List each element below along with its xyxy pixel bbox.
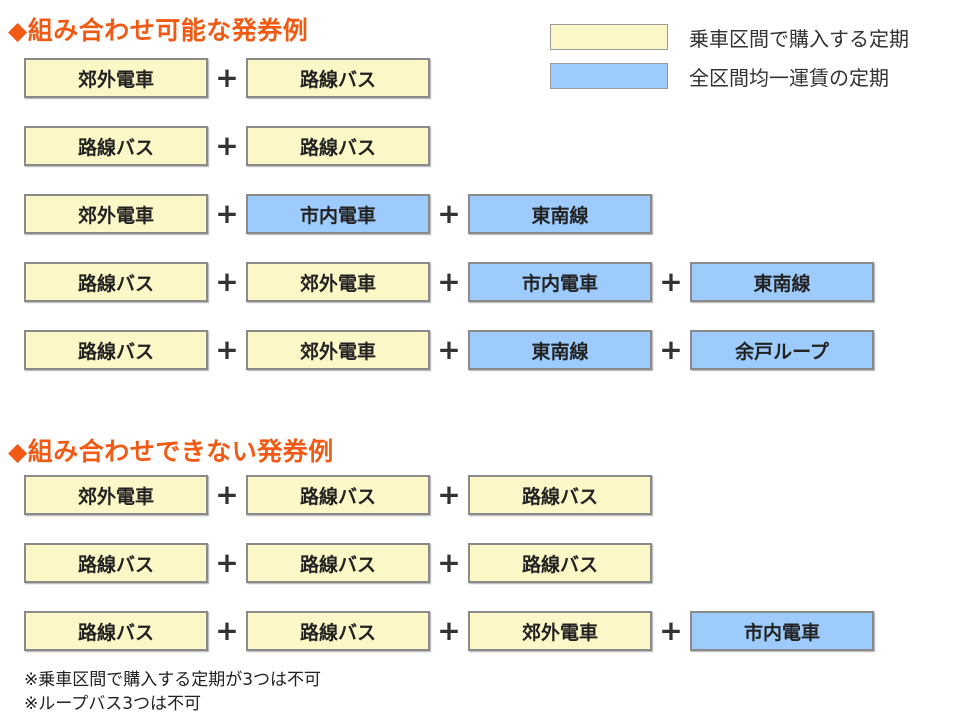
legend: 乗車区間で購入する定期 全区間均一運賃の定期 <box>550 22 909 100</box>
plus-sign: + <box>437 546 461 579</box>
ticket-box: 路線バス <box>24 330 208 370</box>
ticket-box: 路線バス <box>24 262 208 302</box>
plus-sign: + <box>215 265 239 298</box>
plus-sign: + <box>659 265 683 298</box>
combination-row: 路線バス+路線バス+路線バス <box>24 542 652 584</box>
ticket-box: 郊外電車 <box>24 194 208 234</box>
ticket-box: 市内電車 <box>468 262 652 302</box>
ticket-box: 路線バス <box>246 543 430 583</box>
combination-row: 郊外電車+市内電車+東南線 <box>24 193 652 235</box>
combination-row: 郊外電車+路線バス+路線バス <box>24 474 652 516</box>
plus-sign: + <box>215 333 239 366</box>
ticket-box: 市内電車 <box>690 611 874 651</box>
ticket-box: 郊外電車 <box>246 330 430 370</box>
note-item: ※ループバス3つは不可 <box>24 694 202 714</box>
notes: ※乗車区間で購入する定期が3つは不可 ※ループバス3つは不可 <box>24 668 321 716</box>
legend-swatch-section-term <box>550 24 668 50</box>
ticket-box: 市内電車 <box>246 194 430 234</box>
plus-sign: + <box>437 265 461 298</box>
plus-sign: + <box>437 478 461 511</box>
plus-sign: + <box>215 197 239 230</box>
combination-row: 路線バス+郊外電車+東南線+余戸ループ <box>24 329 874 371</box>
legend-swatch-flat-fare <box>550 63 668 89</box>
note-item: ※乗車区間で購入する定期が3つは不可 <box>24 670 322 690</box>
ticket-box: 路線バス <box>246 126 430 166</box>
plus-sign: + <box>215 478 239 511</box>
ticket-box: 郊外電車 <box>24 475 208 515</box>
legend-label: 乗車区間で購入する定期 <box>689 26 909 51</box>
legend-item-flat-fare: 全区間均一運賃の定期 <box>550 61 909 91</box>
ticket-box: 路線バス <box>24 611 208 651</box>
combination-row: 郊外電車+路線バス <box>24 57 430 99</box>
ticket-box: 路線バス <box>246 475 430 515</box>
combination-row: 路線バス+路線バス <box>24 125 430 167</box>
legend-label: 全区間均一運賃の定期 <box>689 65 889 90</box>
plus-sign: + <box>437 614 461 647</box>
plus-sign: + <box>215 546 239 579</box>
ticket-box: 路線バス <box>24 543 208 583</box>
plus-sign: + <box>659 333 683 366</box>
section-title-impossible: ◆組み合わせできない発券例 <box>8 437 334 466</box>
ticket-box: 郊外電車 <box>24 58 208 98</box>
ticket-box: 郊外電車 <box>246 262 430 302</box>
ticket-box: 路線バス <box>24 126 208 166</box>
ticket-box: 路線バス <box>246 58 430 98</box>
ticket-box: 余戸ループ <box>690 330 874 370</box>
ticket-box: 東南線 <box>468 194 652 234</box>
plus-sign: + <box>437 333 461 366</box>
ticket-box: 路線バス <box>246 611 430 651</box>
combination-row: 路線バス+路線バス+郊外電車+市内電車 <box>24 610 874 652</box>
section-title-possible: ◆組み合わせ可能な発券例 <box>8 16 309 45</box>
ticket-box: 郊外電車 <box>468 611 652 651</box>
ticket-box: 路線バス <box>468 475 652 515</box>
legend-item-section-term: 乗車区間で購入する定期 <box>550 22 909 52</box>
plus-sign: + <box>659 614 683 647</box>
ticket-box: 路線バス <box>468 543 652 583</box>
plus-sign: + <box>215 61 239 94</box>
plus-sign: + <box>215 614 239 647</box>
plus-sign: + <box>437 197 461 230</box>
combination-row: 路線バス+郊外電車+市内電車+東南線 <box>24 261 874 303</box>
ticket-box: 東南線 <box>468 330 652 370</box>
ticket-box: 東南線 <box>690 262 874 302</box>
plus-sign: + <box>215 129 239 162</box>
